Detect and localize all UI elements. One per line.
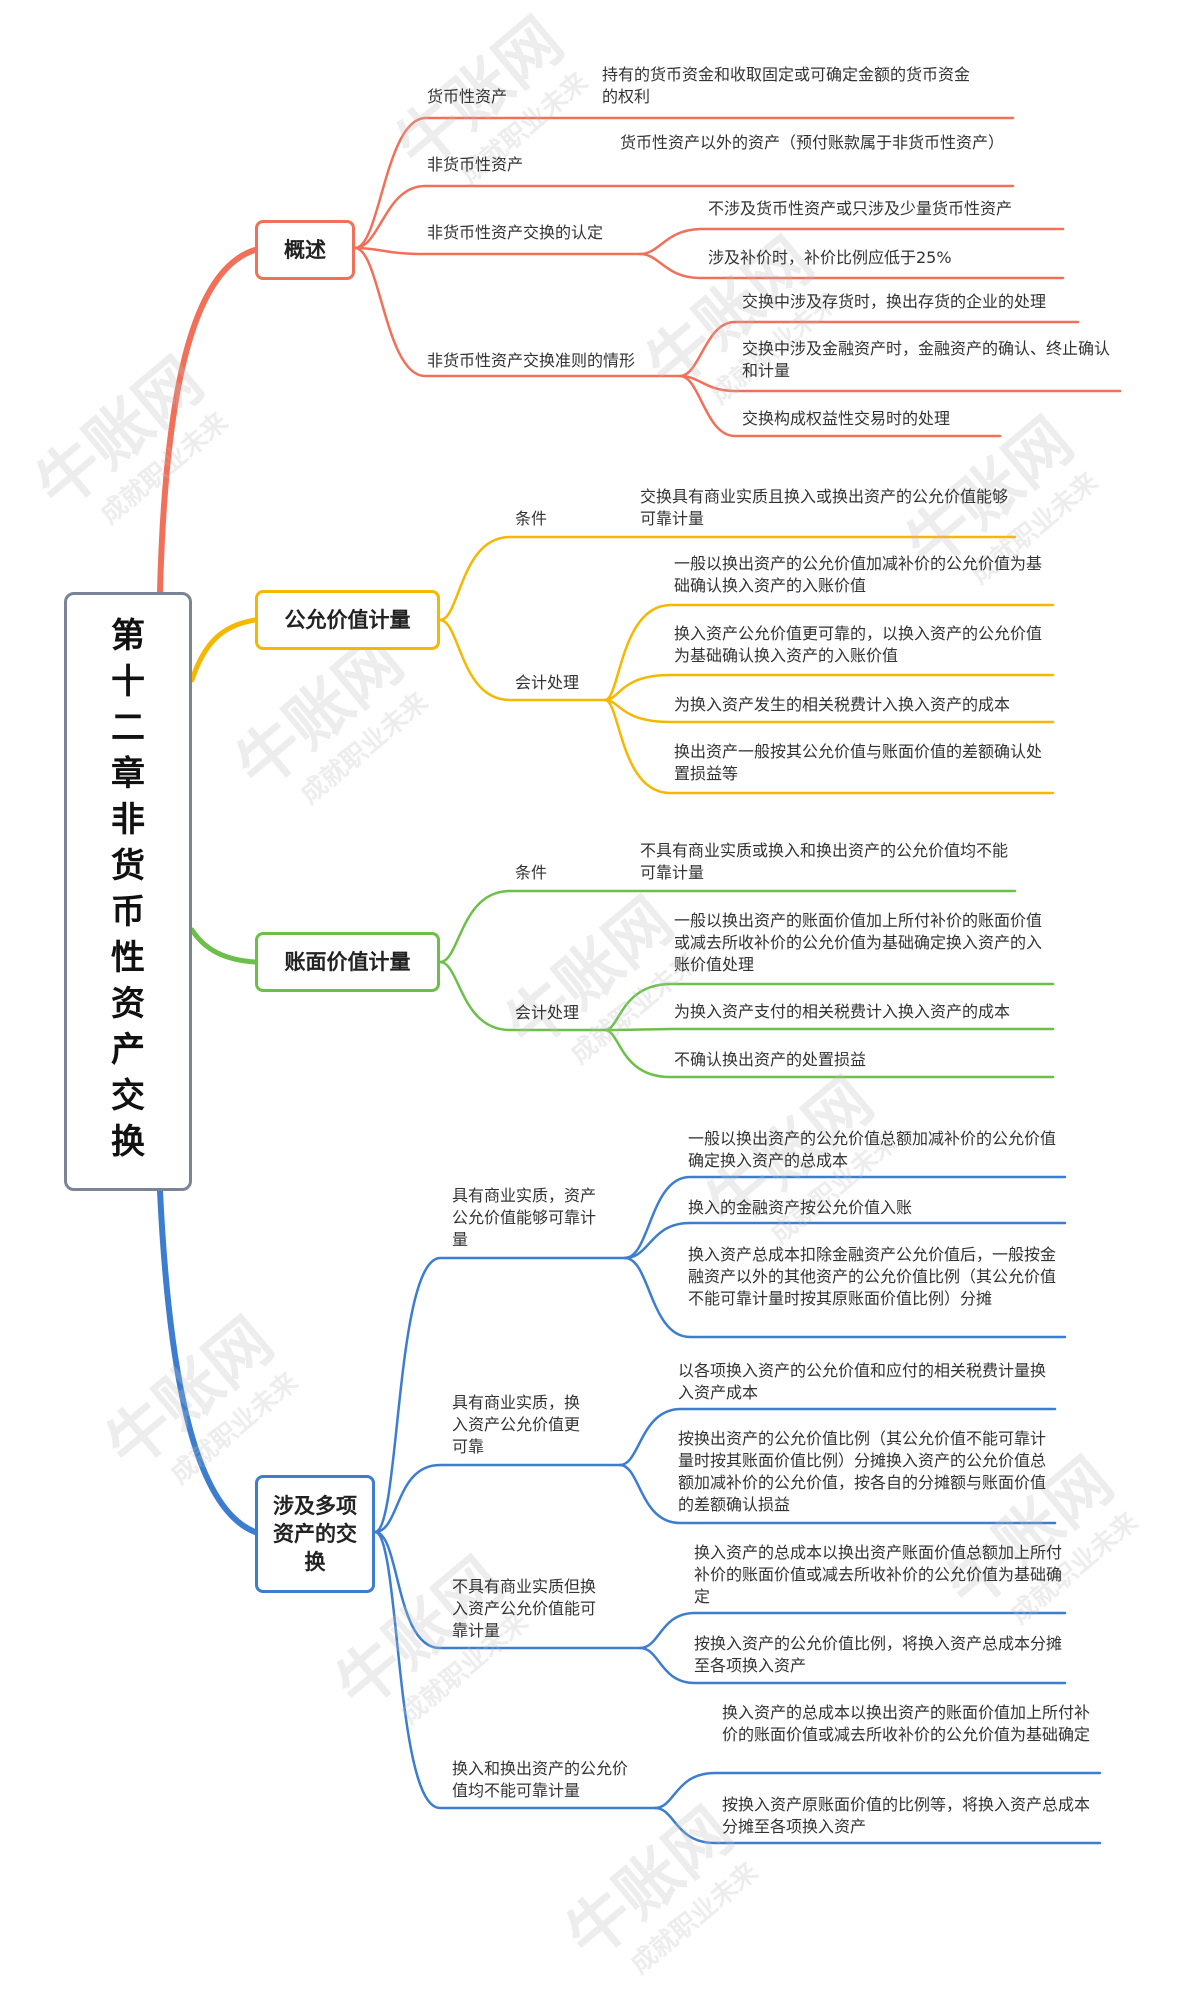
node-book-value[interactable]: 账面价值计量	[255, 932, 440, 992]
link-root-multi	[157, 1188, 258, 1535]
multi-group-item: 一般以换出资产的公允价值总额加减补价的公允价值确定换入资产的总成本	[688, 1129, 1057, 1170]
overview-nonmonetary-label: 非货币性资产	[427, 155, 524, 174]
root-node[interactable]: 第十二章非货币性资产交换	[64, 592, 192, 1191]
overview-scope-item: 交换中涉及存货时，换出存货的企业的处理	[742, 292, 1047, 311]
overview-nonmonetary-desc: 货币性资产以外的资产（预付账款属于非货币性资产）	[620, 133, 1005, 152]
fairvalue-condition-label: 条件	[515, 509, 548, 528]
bookvalue-condition-label: 条件	[515, 863, 548, 882]
fairvalue-accounting-label: 会计处理	[515, 673, 580, 692]
multi-group-item: 换入的金融资产按公允价值入账	[688, 1198, 913, 1217]
bookvalue-condition-desc: 不具有商业实质或换入和换出资产的公允价值均不能可靠计量	[640, 841, 1009, 882]
link-root-fairvalue	[189, 617, 258, 683]
connector-lines	[157, 116, 1122, 1845]
overview-recognition-item: 不涉及货币性资产或只涉及少量货币性资产	[708, 199, 1013, 218]
node-book-value-label: 账面价值计量	[284, 950, 411, 974]
fairvalue-accounting-item: 换入资产公允价值更可靠的，以换入资产的公允价值为基础确认换入资产的入账价值	[674, 624, 1043, 665]
multi-group-item: 换入资产总成本扣除金融资产公允价值后，一般按金融资产以外的其他资产的公允价值比例…	[688, 1245, 1057, 1308]
fairvalue-accounting-item: 为换入资产发生的相关税费计入换入资产的成本	[674, 695, 1011, 714]
root-title-char: 货	[111, 846, 145, 886]
overview-scope-item: 交换中涉及金融资产时，金融资产的确认、终止确认和计量	[742, 339, 1111, 380]
bookvalue-accounting-item: 为换入资产支付的相关税费计入换入资产的成本	[674, 1002, 1011, 1021]
mindmap-canvas: 牛账网成就职业未来 牛账网成就职业未来 牛账网成就职业未来 牛账网成就职业未来 …	[23, 4, 1144, 1980]
multi-group-item: 按换出资产的公允价值比例（其公允价值不能可靠计量时按其账面价值比例）分摊换入资产…	[678, 1429, 1047, 1514]
overview-recognition-label: 非货币性资产交换的认定	[427, 223, 604, 242]
root-title-char: 交	[111, 1076, 145, 1116]
root-title-char: 性	[111, 938, 145, 978]
overview-monetary-label: 货币性资产	[427, 87, 508, 106]
node-multi-asset-label: 涉及多项资产的交换	[273, 1494, 357, 1574]
node-fair-value[interactable]: 公允价值计量	[255, 590, 440, 650]
multi-group-item: 换入资产的总成本以换出资产的账面价值加上所付补价的账面价值或减去所收补价的公允价…	[722, 1703, 1091, 1744]
link-root-overview	[157, 247, 258, 595]
multi-group-label: 不具有商业实质但换入资产公允价值能可靠计量	[452, 1577, 597, 1640]
multi-group-item: 换入资产的总成本以换出资产账面价值总额加上所付补价的账面价值或减去所收补价的公允…	[694, 1543, 1063, 1606]
overview-scope-label: 非货币性资产交换准则的情形	[427, 351, 636, 370]
fairvalue-condition-desc: 交换具有商业实质且换入或换出资产的公允价值能够可靠计量	[640, 487, 1009, 528]
multi-group-label: 具有商业实质，资产公允价值能够可靠计量	[452, 1186, 597, 1249]
node-overview-label: 概述	[284, 238, 326, 262]
root-title-char: 章	[111, 754, 145, 794]
root-title-char: 二	[111, 708, 145, 748]
bookvalue-accounting-item: 不确认换出资产的处置损益	[674, 1050, 867, 1069]
overview-monetary-desc: 持有的货币资金和收取固定或可确定金额的货币资金的权利	[602, 65, 971, 106]
multi-group-label: 换入和换出资产的公允价值均不能可靠计量	[452, 1759, 629, 1800]
multi-group-item: 按换入资产的公允价值比例，将换入资产总成本分摊至各项换入资产	[694, 1634, 1063, 1675]
node-multi-asset[interactable]: 涉及多项资产的交换	[255, 1475, 375, 1593]
node-fair-value-label: 公允价值计量	[284, 608, 411, 632]
bookvalue-accounting-item: 一般以换出资产的账面价值加上所付补价的账面价值或减去所收补价的公允价值为基础确定…	[674, 911, 1043, 974]
overview-scope-item: 交换构成权益性交易时的处理	[742, 409, 951, 428]
root-title-char: 非	[111, 800, 145, 840]
link-root-bookvalue	[189, 927, 258, 965]
fairvalue-accounting-item: 换出资产一般按其公允价值与账面价值的差额确认处置损益等	[674, 742, 1043, 783]
root-title: 第十二章非货币性资产交换	[67, 613, 189, 1165]
bookvalue-accounting-label: 会计处理	[515, 1003, 580, 1022]
root-title-char: 币	[111, 892, 145, 932]
overview-recognition-item: 涉及补价时，补价比例应低于25%	[708, 248, 952, 267]
root-title-char: 换	[111, 1122, 145, 1162]
fairvalue-accounting-item: 一般以换出资产的公允价值加减补价的公允价值为基础确认换入资产的入账价值	[674, 554, 1043, 595]
root-title-char: 资	[111, 984, 145, 1024]
multi-group-item: 以各项换入资产的公允价值和应付的相关税费计量换入资产成本	[678, 1361, 1047, 1402]
root-title-char: 十	[111, 662, 145, 702]
root-title-char: 第	[111, 616, 145, 656]
node-overview[interactable]: 概述	[255, 220, 355, 280]
root-title-char: 产	[111, 1030, 145, 1070]
multi-group-label: 具有商业实质，换入资产公允价值更可靠	[452, 1393, 581, 1456]
multi-group-item: 按换入资产原账面价值的比例等，将换入资产总成本分摊至各项换入资产	[722, 1795, 1091, 1836]
